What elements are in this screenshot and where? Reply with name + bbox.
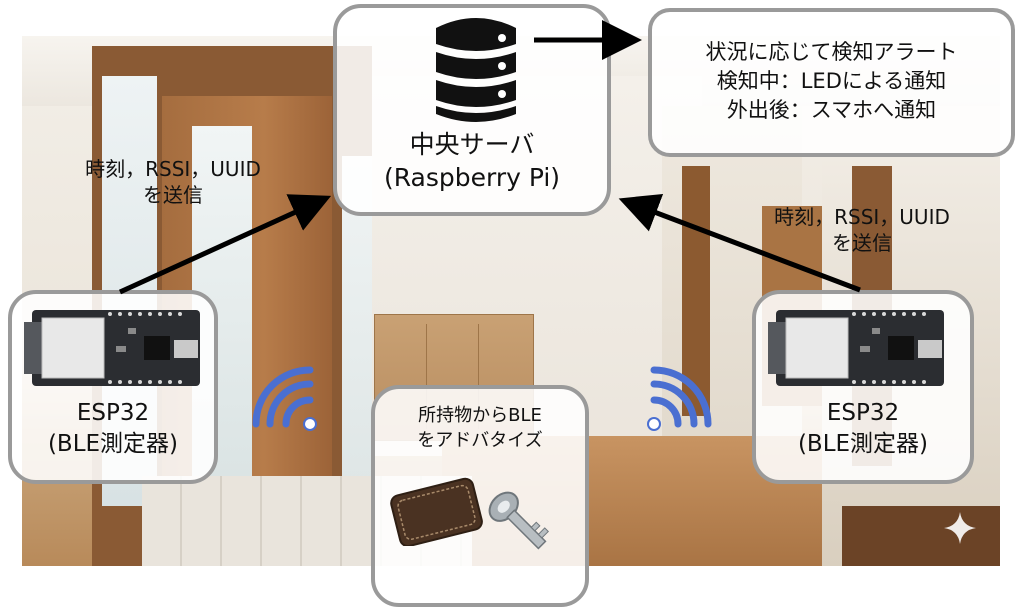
ble-signal-icon bbox=[252, 366, 317, 431]
belongings-text: 所持物からBLE をアドバタイズ bbox=[378, 403, 582, 453]
server-title: 中央サーバ (Raspberry Pi) bbox=[343, 128, 601, 194]
hallway-door bbox=[682, 166, 710, 416]
send-label-left: 時刻，RSSI，UUID を送信 bbox=[48, 156, 298, 208]
alert-text: 状況に応じて検知アラート 検知中：LEDによる通知 外出後：スマホへ通知 bbox=[655, 38, 1008, 125]
send-left-line1: 時刻，RSSI，UUID bbox=[85, 157, 261, 181]
esp32-right-label: ESP32 (BLE測定器) bbox=[760, 398, 966, 460]
key-icon bbox=[488, 491, 549, 550]
database-server-icon bbox=[436, 18, 516, 122]
send-right-line2: を送信 bbox=[832, 231, 892, 255]
ble-signal-icon bbox=[647, 366, 712, 431]
alert-line2: 検知中：LEDによる通知 bbox=[716, 69, 947, 93]
esp32-left-line1: ESP32 bbox=[76, 400, 150, 426]
arrow-esp-right-to-server bbox=[618, 193, 861, 293]
card-case-icon bbox=[390, 477, 483, 546]
esp32-left-label: ESP32 (BLE測定器) bbox=[14, 398, 212, 460]
esp32-right-line2: (BLE測定器) bbox=[797, 431, 929, 457]
server-title-line2: (Raspberry Pi) bbox=[383, 163, 561, 192]
send-label-right: 時刻，RSSI，UUID を送信 bbox=[712, 204, 1012, 256]
send-right-line1: 時刻，RSSI，UUID bbox=[774, 205, 950, 229]
sparkle-icon bbox=[944, 512, 976, 544]
belongings-line1: 所持物からBLE bbox=[418, 405, 542, 426]
alert-line1: 状況に応じて検知アラート bbox=[705, 40, 958, 64]
cabinet-divider bbox=[478, 324, 479, 429]
alert-box bbox=[648, 8, 1015, 157]
esp32-board-icon bbox=[768, 310, 944, 386]
esp32-board-icon bbox=[24, 310, 200, 386]
side-glass-panel bbox=[342, 156, 372, 536]
esp32-left-line2: (BLE測定器) bbox=[47, 431, 179, 457]
server-title-line1: 中央サーバ bbox=[409, 130, 535, 159]
cabinet-divider bbox=[426, 324, 427, 429]
arrow-esp-left-to-server bbox=[118, 194, 332, 295]
send-left-line2: を送信 bbox=[143, 183, 203, 207]
alert-line3: 外出後：スマホへ通知 bbox=[726, 98, 937, 122]
console-table bbox=[842, 506, 1000, 566]
belongings-line2: をアドバタイズ bbox=[417, 430, 543, 451]
esp32-right-line1: ESP32 bbox=[826, 400, 900, 426]
